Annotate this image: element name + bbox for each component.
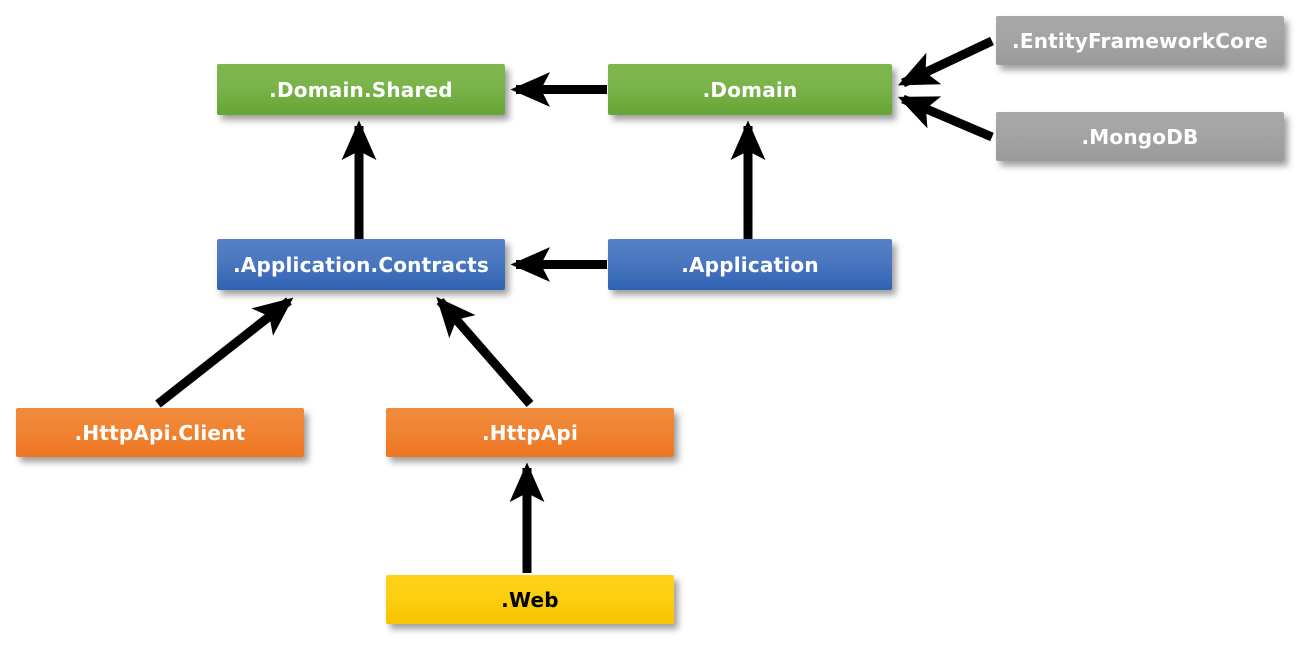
node-label: .Domain.Shared bbox=[269, 77, 453, 102]
node-label: .Application bbox=[681, 252, 819, 277]
node-application[interactable]: .Application bbox=[608, 239, 892, 290]
edge-httpapi-to-application-contracts bbox=[436, 296, 534, 407]
node-mongodb[interactable]: .MongoDB bbox=[996, 112, 1284, 161]
node-domain[interactable]: .Domain bbox=[608, 64, 892, 115]
node-domain-shared[interactable]: .Domain.Shared bbox=[217, 64, 505, 115]
edge-mongodb-to-domain bbox=[897, 94, 994, 142]
edge-httpapi-client-to-application-contracts bbox=[155, 297, 294, 408]
node-label: .Domain bbox=[702, 77, 798, 102]
node-httpapi[interactable]: .HttpApi bbox=[386, 408, 674, 457]
node-label: .HttpApi bbox=[481, 420, 579, 445]
node-httpapi-client[interactable]: .HttpApi.Client bbox=[16, 408, 304, 457]
node-web[interactable]: .Web bbox=[386, 575, 674, 624]
node-label: .HttpApi.Client bbox=[74, 420, 246, 445]
node-entity-framework-core[interactable]: .EntityFrameworkCore bbox=[996, 16, 1284, 65]
edge-entityframeworkcore-to-domain bbox=[897, 36, 994, 88]
node-application-contracts[interactable]: .Application.Contracts bbox=[217, 239, 505, 290]
node-label: .Web bbox=[501, 587, 559, 612]
node-label: .Application.Contracts bbox=[232, 252, 490, 277]
node-label: .EntityFrameworkCore bbox=[1012, 28, 1268, 53]
node-label: .MongoDB bbox=[1081, 124, 1199, 149]
